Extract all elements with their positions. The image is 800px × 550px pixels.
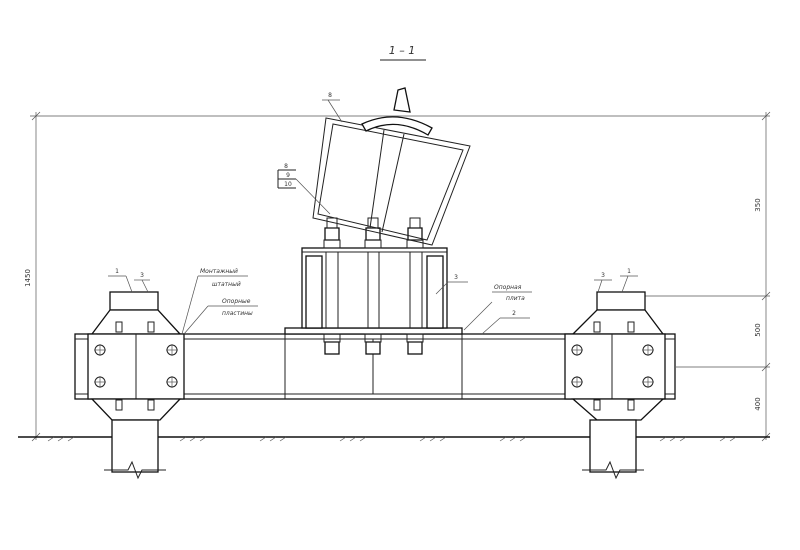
section-title: 1 – 1	[389, 44, 416, 57]
left-support-assembly	[87, 291, 185, 480]
centre-pedestal-body	[301, 247, 448, 329]
dimension-overall-height: 1450	[24, 269, 32, 287]
tilted-frame-spike	[393, 87, 411, 113]
dimension-right-lower: 400	[754, 397, 762, 410]
tilted-frame-dome	[361, 116, 433, 136]
callout-flag: 8 9 10	[277, 163, 331, 215]
centre-stiffener-left	[305, 255, 323, 329]
centre-nut-bot-1	[324, 341, 340, 355]
note-left-2b: пластины	[222, 310, 253, 317]
note-centre-b: плита	[506, 295, 525, 302]
leader-left-note-1	[181, 275, 199, 335]
leader-left-cap	[141, 279, 149, 293]
centre-stiffener-right	[426, 255, 444, 329]
leader-centre-plate	[435, 281, 449, 295]
callout-flag-top: 8	[284, 163, 288, 170]
right-clamp-plate	[564, 333, 666, 400]
callout-flag-mid: 9	[286, 172, 290, 179]
left-tick-top	[31, 111, 41, 121]
tilted-frame	[312, 87, 471, 246]
left-nut-top-2	[147, 321, 155, 333]
left-post-column	[111, 419, 159, 473]
right-bracket-upper	[571, 309, 665, 335]
leader-right-post	[621, 275, 629, 293]
left-nut-top-1	[115, 321, 123, 333]
right-nut-bot-2	[627, 399, 635, 411]
note-left-1a: Монтажный	[200, 268, 238, 275]
dimension-right-upper: 350	[754, 198, 762, 211]
callout-upper-bracket: 8	[328, 92, 332, 99]
dimension-right-middle: 500	[754, 323, 762, 336]
note-left-2a: Опорные	[222, 298, 251, 305]
tilted-frame-outline	[312, 117, 471, 246]
left-break-line	[104, 460, 166, 480]
centre-nut-bot-2	[365, 341, 381, 355]
left-nut-bot-2	[147, 399, 155, 411]
left-nut-bot-1	[115, 399, 123, 411]
centre-nut-top-2	[365, 227, 381, 241]
note-centre-a: Опорная	[494, 284, 522, 291]
centre-base-plate	[284, 327, 463, 335]
right-break-line	[582, 460, 644, 480]
leader-right-cap	[597, 279, 603, 293]
right-support-assembly	[564, 291, 666, 480]
left-bracket-upper	[90, 309, 182, 335]
tilted-frame-strut-1	[369, 129, 385, 229]
tilted-frame-strut-2	[381, 133, 405, 233]
right-nut-bot-1	[593, 399, 601, 411]
callout-right-cap: 3	[601, 272, 605, 279]
leader-left-post	[125, 275, 133, 293]
right-bracket-lower	[571, 398, 665, 421]
left-post-cap	[109, 291, 159, 311]
right-post-cap	[596, 291, 646, 311]
leader-left-note-2	[183, 305, 209, 335]
callout-left-cap: 3	[140, 272, 144, 279]
tilted-frame-inner	[317, 123, 464, 241]
callout-flag-bottom: 10	[284, 181, 292, 188]
ground-hatching	[47, 436, 737, 442]
right-nut-top-2	[627, 321, 635, 333]
centre-nut-top-1	[324, 227, 340, 241]
centre-pedestal	[284, 217, 463, 355]
centre-nut-bot-3	[407, 341, 423, 355]
note-left-1b: штатный	[212, 281, 241, 288]
leader-centre-note	[463, 301, 493, 331]
callout-left-post: 1	[115, 268, 119, 275]
callout-right-post: 1	[627, 268, 631, 275]
right-tick-top	[761, 111, 771, 121]
right-post-column	[589, 419, 637, 473]
leader-upper-bracket	[327, 99, 343, 123]
callout-centre-plate: 3	[454, 274, 458, 281]
right-nut-top-1	[593, 321, 601, 333]
callout-beam: 2	[512, 310, 516, 317]
leader-beam	[481, 317, 501, 335]
left-bracket-lower	[90, 398, 182, 421]
